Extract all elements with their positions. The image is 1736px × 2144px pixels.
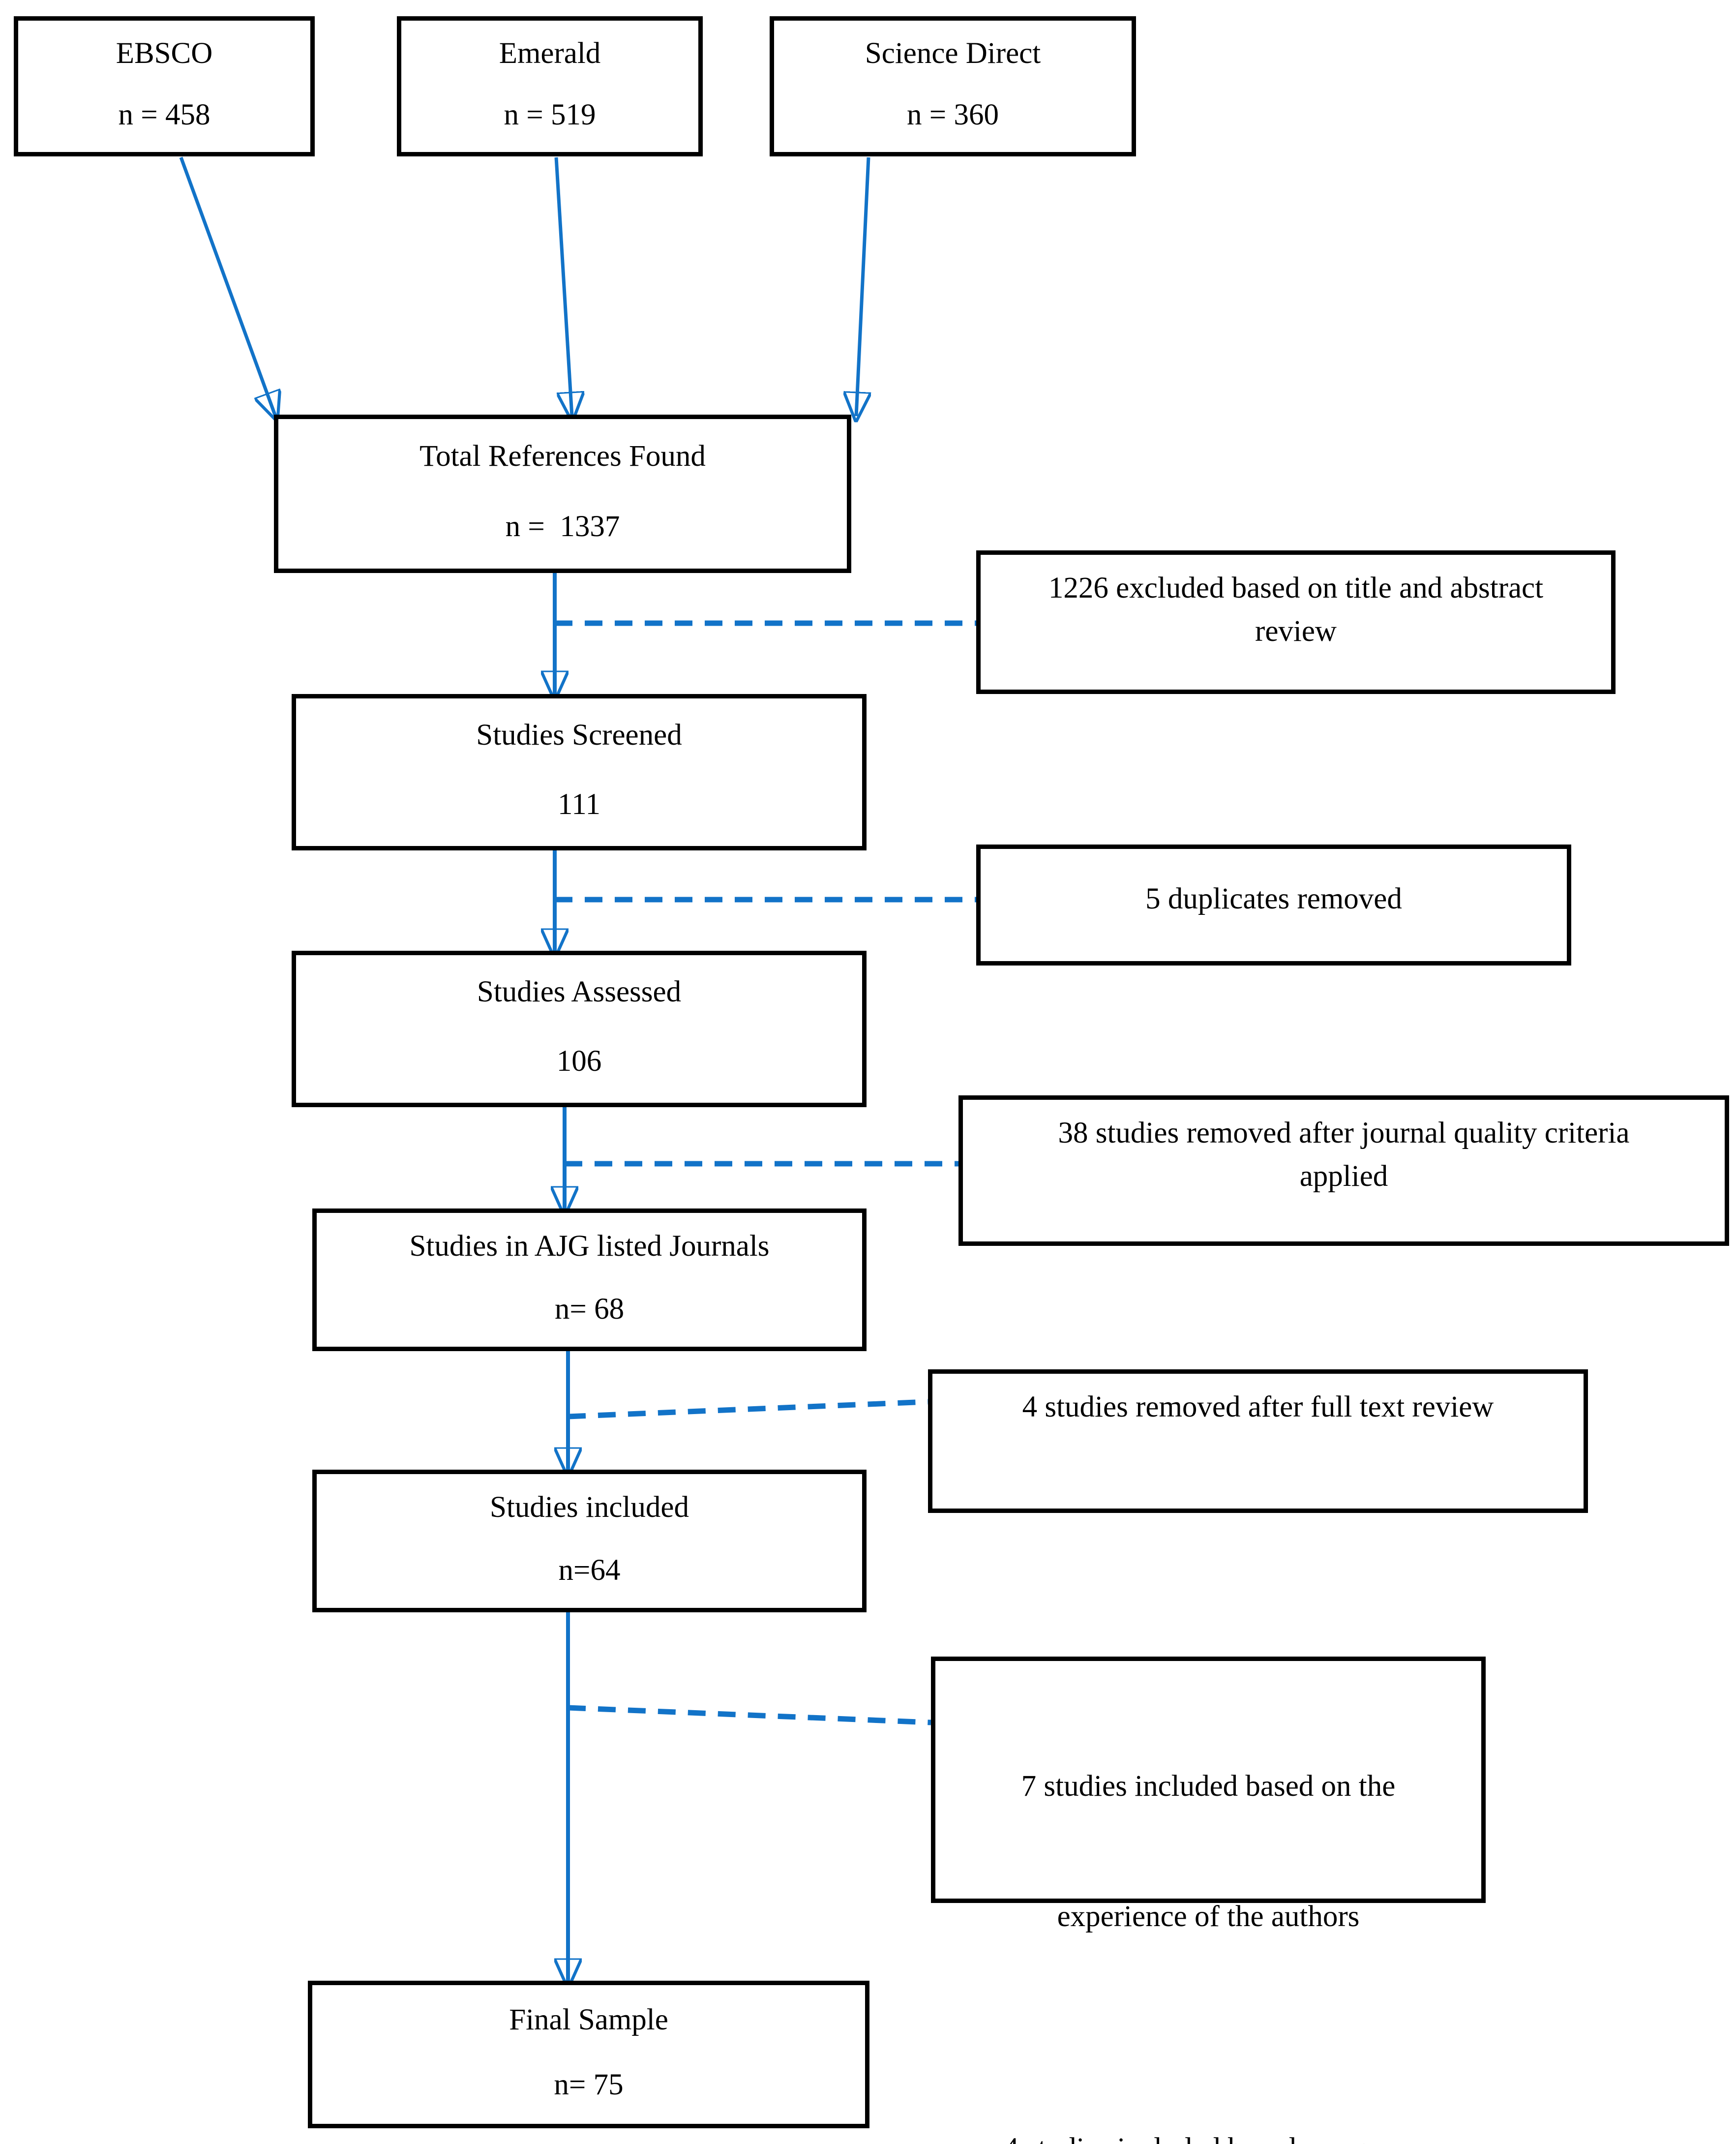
annotation-line: 1226 excluded based on title and abstrac… [1048, 572, 1544, 604]
source-count: n = 519 [504, 98, 596, 132]
annotation-box-title-abstract-exclusion: 1226 excluded based on title and abstrac… [976, 550, 1616, 694]
stage-title: Studies in AJG listed Journals [409, 1229, 770, 1263]
stage-title: Studies Assessed [477, 975, 682, 1008]
arrow-sciencedirect-to-total [856, 157, 868, 416]
stage-count: n= 75 [554, 2068, 624, 2101]
stage-count: n=64 [558, 1553, 621, 1587]
annotation-line: 4 studies included based on cross- [935, 2127, 1481, 2144]
stage-box-studies-assessed: Studies Assessed 106 [292, 951, 867, 1107]
stage-count: n = 1337 [505, 510, 620, 543]
annotation-paragraph: 7 studies included based on the experien… [935, 1678, 1481, 2026]
stage-box-studies-screened: Studies Screened 111 [292, 694, 867, 850]
annotation-paragraph: 4 studies included based on cross- refer… [935, 2041, 1481, 2144]
annotation-line: review [1255, 615, 1337, 648]
dashed-connector-additional-inclusions [568, 1705, 931, 1725]
arrow-emerald-to-total [554, 157, 572, 416]
stage-count: 111 [558, 787, 600, 821]
stage-title: Total References Found [419, 439, 706, 473]
stage-count: n= 68 [554, 1292, 625, 1326]
annotation-box-full-text-exclusion: 4 studies removed after full text review [928, 1369, 1588, 1513]
stage-title: Final Sample [509, 2003, 668, 2036]
source-box-science-direct: Science Direct n = 360 [770, 16, 1136, 156]
source-box-ebsco: EBSCO n = 458 [14, 16, 315, 156]
annotation-box-journal-quality-exclusion: 38 studies removed after journal quality… [958, 1095, 1729, 1246]
annotation-line: 38 studies removed after journal quality… [1058, 1117, 1630, 1149]
dashed-connector-full-text-exclusion [568, 1399, 928, 1419]
annotation-box-additional-inclusions: 7 studies included based on the experien… [931, 1657, 1486, 2144]
source-title: Emerald [499, 36, 601, 70]
source-title: EBSCO [116, 36, 213, 70]
annotation-line: 5 duplicates removed [1145, 882, 1402, 915]
annotation-box-duplicates-removed: 5 duplicates removed [976, 845, 1571, 966]
stage-box-total-references: Total References Found n = 1337 [274, 415, 851, 573]
annotation-line: applied [1299, 1160, 1388, 1193]
source-count: n = 458 [118, 98, 210, 132]
source-count: n = 360 [907, 98, 999, 132]
annotation-line: 7 studies included based on the [1021, 1769, 1396, 1803]
stage-title: Studies included [490, 1490, 689, 1524]
annotation-line: experience of the authors [1057, 1900, 1360, 1933]
stage-box-studies-included: Studies included n=64 [312, 1470, 867, 1612]
source-box-emerald: Emerald n = 519 [397, 16, 703, 156]
stage-count: 106 [556, 1044, 602, 1078]
annotation-line: 4 studies removed after full text review [1022, 1390, 1494, 1423]
stage-title: Studies Screened [476, 718, 682, 752]
arrow-ebsco-to-total [179, 156, 275, 416]
stage-box-final-sample: Final Sample n= 75 [308, 1981, 869, 2128]
stage-box-studies-ajg-journals: Studies in AJG listed Journals n= 68 [312, 1208, 867, 1351]
source-title: Science Direct [865, 36, 1041, 70]
